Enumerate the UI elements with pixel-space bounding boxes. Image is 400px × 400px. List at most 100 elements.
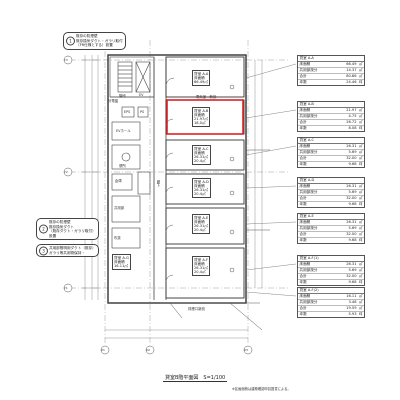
area-table-key: 合計 xyxy=(299,306,307,310)
area-table-value: 24.46 xyxy=(346,80,357,84)
note-marker-icon: 1 xyxy=(66,36,75,46)
area-table-unit: 坪 xyxy=(358,162,363,166)
area-table-key: 坪数 xyxy=(299,312,307,316)
area-table-unit: 坪 xyxy=(358,202,363,206)
area-table-key: 床面積 xyxy=(299,144,311,148)
area-table-unit: ㎡ xyxy=(358,74,363,78)
area-table-title: 貸室 A-C xyxy=(298,138,364,144)
note-callout-mid: 2 既存の防煙壁 既存換気ダクト （既存ダクト・ガラリ取付） 設置 xyxy=(36,218,99,241)
area-table-key: 合計 xyxy=(299,232,307,236)
fixture-marks xyxy=(229,84,235,273)
area-table-unit: ㎡ xyxy=(358,262,363,266)
area-table-value: 21.97 xyxy=(346,108,357,112)
area-table-unit: 坪 xyxy=(358,126,363,130)
axis-label-y3: Y3 xyxy=(64,58,68,62)
area-table-unit: ㎡ xyxy=(358,68,363,72)
area-table-key: 共用部按分 xyxy=(299,300,318,304)
corridor-walls xyxy=(153,57,167,300)
side-note-3: 排煙口新設 xyxy=(188,307,205,311)
room-label-a: 貸室 A-A 床面積 66.49㎡ xyxy=(192,70,211,86)
room-line: 26.31㎡ xyxy=(194,154,208,159)
room-name: 貸室 A-D xyxy=(194,179,209,184)
area-table-unit: ㎡ xyxy=(358,190,363,194)
area-table-value: 66.49 xyxy=(346,62,357,66)
room-line: 66.49㎡ xyxy=(194,79,208,84)
dimension-lines xyxy=(82,55,263,339)
leader-lines xyxy=(245,63,297,297)
area-table-unit: ㎡ xyxy=(358,226,363,230)
room-line: 16.11㎡ xyxy=(114,263,128,268)
drawing-footnote: ※区画面積は建築確認申請図書による。 xyxy=(232,387,291,391)
axis-label-y1: Y1 xyxy=(64,286,68,290)
room-line: 床面積 xyxy=(194,75,205,80)
area-table-key: 合計 xyxy=(299,156,307,160)
room-walls xyxy=(165,56,245,299)
label-eps: EPS xyxy=(124,110,131,114)
note-low-line-2: ガラリ等共用物保持・ xyxy=(49,250,85,255)
area-table-unit: 坪 xyxy=(358,238,363,242)
area-table-title: 貸室 A-D xyxy=(298,178,364,184)
area-table-unit: ㎡ xyxy=(358,150,363,154)
area-table-key: 共用部按分 xyxy=(299,68,318,72)
area-table-unit: ㎡ xyxy=(358,184,363,188)
area-table-value: 5.69 xyxy=(348,268,357,272)
area-table-value: 80.86 xyxy=(346,74,357,78)
note-top-line-3: （FR仕様とする）設置 xyxy=(76,43,113,48)
area-table-key: 坪数 xyxy=(299,202,307,206)
room-label-c: 貸室 A-C 床面積 26.31㎡ 20.4㎡ xyxy=(192,145,211,165)
area-table-value: 19.59 xyxy=(346,306,357,310)
area-table-value: 26.31 xyxy=(346,220,357,224)
room-line: 床面積 xyxy=(194,261,205,266)
area-table-value: 26.72 xyxy=(346,120,357,124)
area-table-value: 5.93 xyxy=(348,312,357,316)
area-table-unit: ㎡ xyxy=(358,294,363,298)
area-table-key: 合計 xyxy=(299,120,307,124)
door-swings xyxy=(165,77,175,283)
area-table-key: 床面積 xyxy=(299,220,311,224)
note-callout-top: 1 既存の防煙壁 既存換気ダクト・ガラリ取付 （FR仕様とする）設置 xyxy=(63,32,126,50)
area-table-key: 床面積 xyxy=(299,62,311,66)
area-table-key: 坪数 xyxy=(299,280,307,284)
note-low-line-1: 共用部照明用ダクト（既存） xyxy=(49,246,96,250)
area-table-value: 5.69 xyxy=(348,150,357,154)
room-line: 20.4㎡ xyxy=(194,159,206,164)
label-elevator: EV xyxy=(139,93,144,97)
area-table-value: 4.75 xyxy=(348,114,357,118)
room-label-b: 貸室 A-B 床面積 21.97㎡ 18.0㎡ xyxy=(192,107,211,127)
drawing-title: 貸室B階平面図 S=1/100 xyxy=(163,375,228,382)
label-wc: 便所 xyxy=(119,164,126,168)
axis-label-x3: X3 xyxy=(244,348,248,352)
note-mid-line-2: 既存換気ダクト xyxy=(49,224,75,229)
label-storage: 倉庫 xyxy=(115,179,122,183)
area-table-key: 共用部按分 xyxy=(299,226,318,230)
area-table-key: 坪数 xyxy=(299,80,307,84)
area-table-key: 床面積 xyxy=(299,184,311,188)
area-table-value: 3.48 xyxy=(348,300,357,304)
room-name: 貸室 A-C xyxy=(194,146,209,151)
note-marker-icon: 3 xyxy=(39,246,48,256)
room-label-g: 貸室 A-G 床面積 16.11㎡ xyxy=(112,254,131,270)
area-table-unit: ㎡ xyxy=(358,196,363,200)
label-hall: EVホール xyxy=(116,129,131,133)
area-table-key: 合計 xyxy=(299,74,307,78)
